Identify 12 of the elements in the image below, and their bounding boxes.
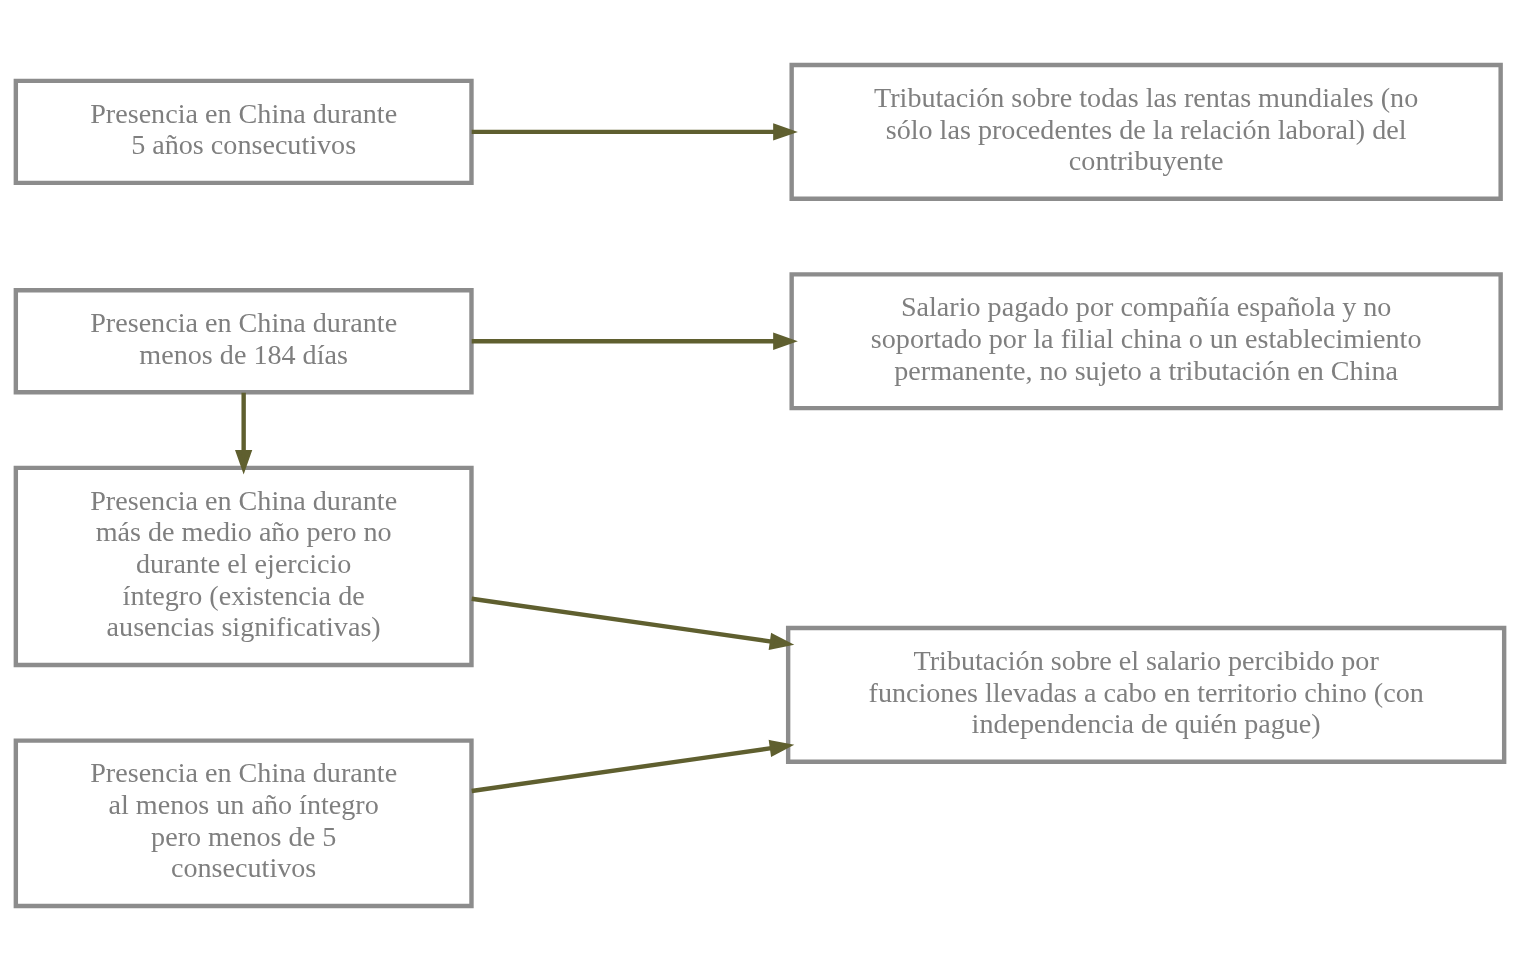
node-box: Salario pagado por compañía española y no soportado por la filial china o un establecimiento permanente, no sujeto a tributación en China bbox=[789, 272, 1503, 411]
node-box: Presencia en China durante menos de 184 días bbox=[13, 288, 474, 395]
arrow bbox=[471, 123, 798, 141]
node-box: Tributación sobre el salario percibido por funciones llevadas a cabo en territorio chino (con independencia de quién pague) bbox=[785, 625, 1507, 764]
arrow bbox=[471, 596, 795, 650]
node-box: Presencia en China durante 5 años consecutivos bbox=[13, 78, 474, 186]
arrow bbox=[471, 332, 798, 350]
node-box: Tributación sobre todas las rentas mundiales (no sólo las procedentes de la relación laboral) del contribuyente bbox=[789, 62, 1503, 201]
node-box: Presencia en China durante más de medio año pero no durante el ejercicio íntegro (existencia de ausencias significativas) bbox=[13, 465, 474, 668]
node-box: Presencia en China durante al menos un año íntegro pero menos de 5 consecutivos bbox=[13, 738, 474, 909]
arrow bbox=[471, 739, 795, 794]
arrow bbox=[235, 392, 253, 475]
